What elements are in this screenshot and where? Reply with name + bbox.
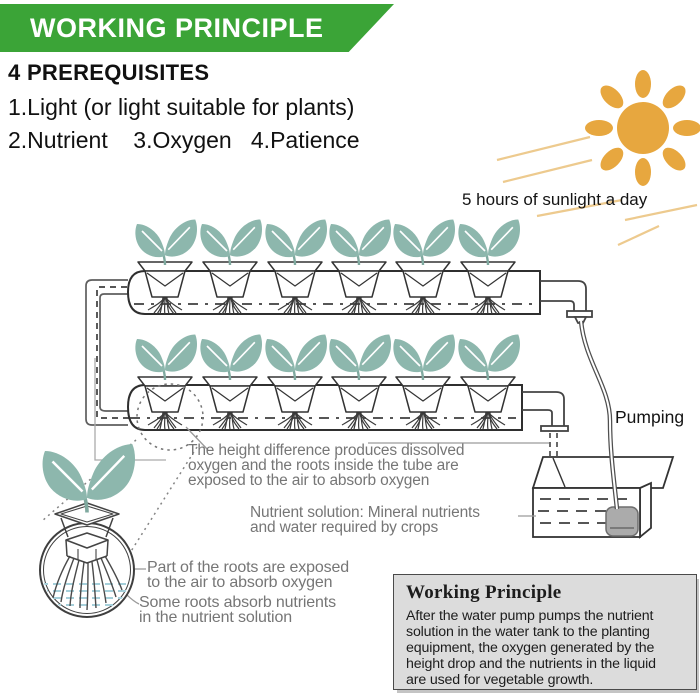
page-title: WORKING PRINCIPLE (30, 13, 324, 43)
water-pump (605, 506, 639, 537)
grow-tube-bottom (126, 384, 523, 431)
principle-box-title: Working Principle (406, 582, 562, 603)
dripping-water (549, 433, 558, 458)
root-zoom-view (39, 442, 137, 618)
big-plant (40, 442, 137, 515)
outlet-elbow-top (540, 280, 593, 324)
header-banner: WORKING PRINCIPLE (0, 4, 394, 52)
roots-nutrient-note: Some roots absorb nutrients in the nutri… (139, 594, 336, 626)
prerequisites-heading: 4 PREREQUISITES (8, 60, 210, 85)
sun-icon (585, 70, 700, 186)
height-difference-note: The height difference produces dissolved… (188, 442, 465, 489)
left-pipe (85, 279, 130, 426)
roots-air-note: Part of the roots are exposed to the air… (147, 559, 349, 591)
big-net-pot (54, 502, 120, 564)
big-roots (52, 555, 123, 611)
outlet-elbow-bottom (522, 391, 569, 458)
sunlight-rays (496, 135, 698, 246)
pumping-label: Pumping (615, 407, 685, 427)
zoom-source-circle (41, 383, 204, 557)
sunlight-caption: 5 hours of sunlight a day (462, 190, 648, 209)
water-tank (531, 456, 675, 539)
prerequisite-light: 1.Light (or light suitable for plants) (8, 94, 355, 120)
prerequisite-row: 2.Nutrient 3.Oxygen 4.Patience (8, 127, 360, 153)
pump-hose (578, 320, 620, 510)
leader-lines (94, 358, 549, 605)
nutrient-solution-note: Nutrient solution: Mineral nutrients and… (250, 504, 480, 536)
working-principle-box: Working Principle After the water pump p… (393, 574, 697, 690)
prerequisites-block: 4 PREREQUISITES 1.Light (or light suitab… (8, 58, 360, 157)
